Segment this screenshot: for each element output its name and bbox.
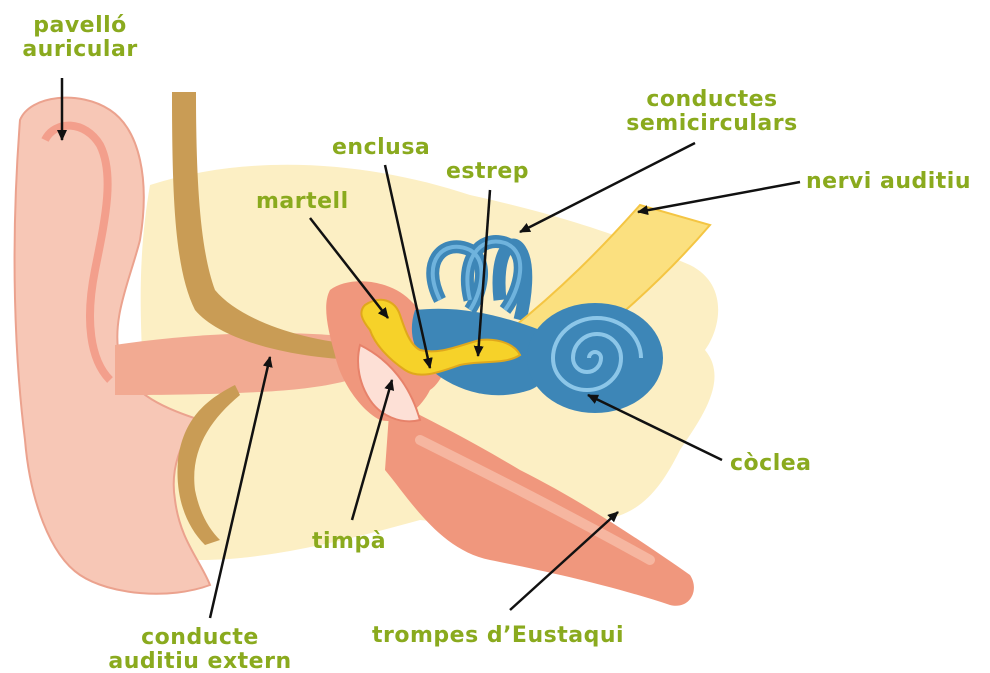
label-eustachian: trompes d’Eustaqui bbox=[372, 624, 624, 648]
label-auditory-nerve: nervi auditiu bbox=[806, 170, 971, 194]
label-ear-canal: conducte auditiu extern bbox=[90, 626, 310, 673]
cochlea-shape bbox=[527, 303, 663, 413]
label-cochlea: còclea bbox=[730, 452, 812, 476]
label-stapes: estrep bbox=[446, 160, 529, 184]
label-pinna-line1: pavelló bbox=[20, 14, 140, 38]
arrow-nerve bbox=[638, 182, 800, 212]
label-malleus: martell bbox=[256, 190, 349, 214]
label-pinna-line2: auricular bbox=[20, 38, 140, 62]
label-pinna: pavelló auricular bbox=[20, 14, 140, 62]
label-incus: enclusa bbox=[332, 136, 430, 160]
label-ear-canal-line2: auditiu extern bbox=[90, 650, 310, 673]
label-semicircular: conductes semicirculars bbox=[612, 88, 812, 136]
label-semicircular-line2: semicirculars bbox=[612, 112, 812, 136]
label-ear-canal-line1: conducte bbox=[90, 626, 310, 650]
label-eardrum: timpà bbox=[312, 530, 386, 554]
label-semicircular-line1: conductes bbox=[612, 88, 812, 112]
